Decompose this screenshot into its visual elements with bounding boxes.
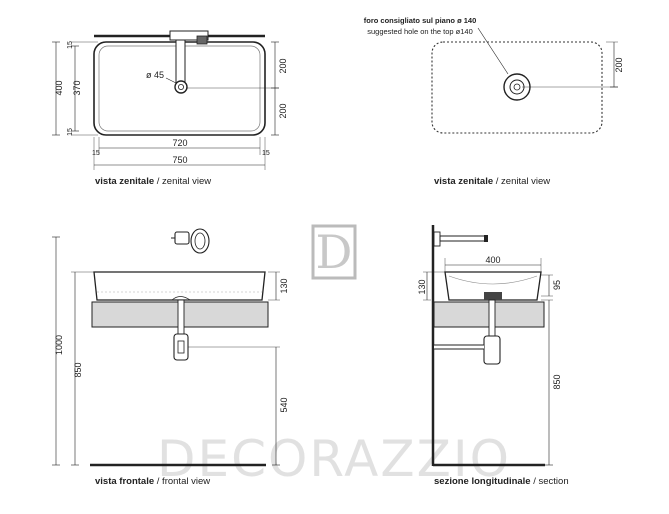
dim-height-counter-front: 850 — [73, 362, 83, 377]
dim-edge-bottom: 15 — [67, 128, 74, 136]
dim-width-inner: 720 — [172, 138, 187, 148]
basin-section — [444, 271, 542, 301]
dim-edge-left: 15 — [92, 150, 100, 157]
dim-edge-right: 15 — [262, 150, 270, 157]
watermark-text: DECORAZZIO — [157, 430, 511, 488]
caption-front: vista frontale / frontal view — [95, 476, 210, 487]
view-top-left: ø 45 400 370 15 15 200 200 720 750 15 15 — [52, 30, 288, 187]
dim-hole-offset: 200 — [614, 57, 624, 72]
dim-basin-height-section: 130 — [417, 279, 427, 294]
watermark-logo: D — [311, 224, 357, 280]
dim-height-inner: 370 — [72, 80, 82, 95]
caption-top-right: vista zenitale / zenital view — [434, 176, 550, 187]
siphon-section — [483, 335, 501, 365]
dim-drain-height-front: 540 — [279, 397, 289, 412]
caption-section: sezione longitudinale / section — [434, 476, 569, 487]
dim-width-section: 400 — [485, 255, 500, 265]
dim-height-counter-section: 850 — [552, 374, 562, 389]
counter-outline-dashed — [431, 41, 603, 134]
dim-height-total: 400 — [54, 80, 64, 95]
dim-half-top: 200 — [278, 58, 288, 73]
dim-basin-height-front: 130 — [279, 278, 289, 293]
view-top-right: foro consigliato sul piano ø 140 suggest… — [364, 16, 624, 187]
faucet-spout-top — [175, 34, 186, 86]
view-front: 1000 850 130 540 vista frontale / fronta… — [52, 228, 289, 487]
watermark-logo-letter: D — [316, 225, 353, 279]
dim-half-bottom: 200 — [278, 103, 288, 118]
caption-top-left: vista zenitale / zenital view — [95, 176, 211, 187]
note-hole-en: suggested hole on the top ø140 — [367, 27, 473, 36]
faucet-section — [439, 235, 487, 242]
faucet-front — [174, 231, 190, 245]
basin-front — [93, 271, 266, 301]
dim-width-total: 750 — [172, 155, 187, 165]
dim-drain: ø 45 — [146, 70, 164, 80]
dim-edge-top: 15 — [67, 41, 74, 49]
note-hole-it: foro consigliato sul piano ø 140 — [364, 16, 477, 25]
view-section: 400 130 95 850 sezione longitudinale / s… — [417, 225, 569, 487]
dim-inner-height-section: 95 — [552, 280, 562, 290]
dim-height-total-front: 1000 — [54, 335, 64, 355]
